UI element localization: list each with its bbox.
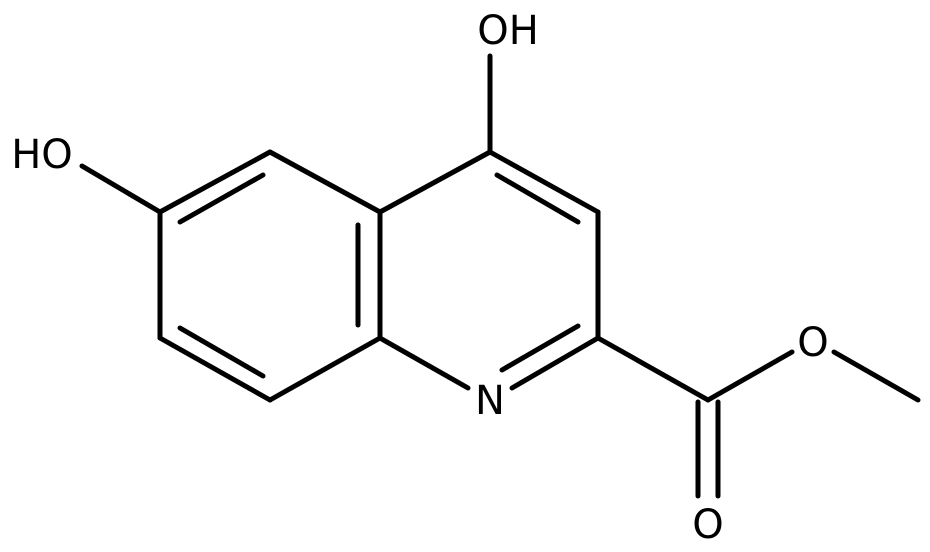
carbonyl-oxygen-label: O — [692, 502, 723, 548]
bond-c2-carbonyl-c — [595, 335, 711, 403]
bond-c7-c8 — [157, 335, 273, 403]
bond-carbonyl-c-o-ester — [705, 349, 795, 403]
bond-n1-c8a — [377, 335, 471, 391]
bond-c4-c3 — [487, 149, 601, 215]
bond-c5-c6 — [157, 149, 273, 215]
oh-top-label: OH — [477, 8, 539, 54]
atom-labels: OH HO N O O — [11, 8, 829, 548]
bond-c4a-c4 — [377, 149, 493, 215]
bond-c8-c8a — [267, 335, 383, 403]
bond-c4-c3-inner — [494, 172, 581, 225]
bond-c4a-c5 — [267, 149, 383, 215]
bond-c2-n1 — [509, 335, 601, 391]
bond-o-ester-methyl — [831, 349, 921, 403]
bond-c6-oh — [79, 163, 163, 215]
ester-oxygen-label: O — [797, 320, 828, 366]
bond-c2-n1-inner — [499, 323, 581, 373]
nitrogen-label: N — [475, 378, 505, 424]
bond-c5-c6-inner — [177, 172, 266, 225]
bonds — [79, 53, 921, 499]
bond-c7-c8-inner — [177, 325, 266, 379]
oh-left-label: HO — [11, 132, 73, 178]
